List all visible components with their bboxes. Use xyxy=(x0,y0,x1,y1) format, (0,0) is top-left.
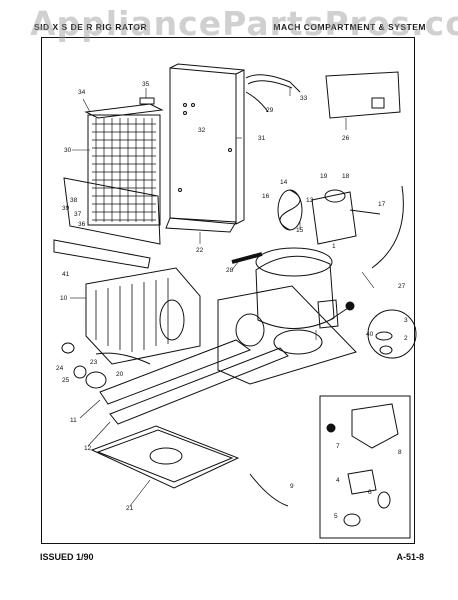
callout-14: 14 xyxy=(280,179,288,186)
fan-motor[interactable] xyxy=(311,189,381,245)
callout-13: 13 xyxy=(306,197,314,204)
callout-34: 34 xyxy=(78,89,86,96)
callout-18: 18 xyxy=(342,173,350,180)
callout-26: 26 xyxy=(342,135,350,142)
inset-leader-line xyxy=(329,307,349,321)
callout-30: 30 xyxy=(64,147,72,154)
callout-8: 8 xyxy=(398,449,402,456)
condenser-bracket[interactable] xyxy=(84,97,164,119)
fan-shroud-panel[interactable] xyxy=(169,63,245,225)
watermark-text: AppliancePartsPros.com xyxy=(30,4,458,43)
header-title-left: SID X S DE R RIG RATOR xyxy=(34,22,148,32)
callout-29: 29 xyxy=(266,107,274,114)
callout-4: 4 xyxy=(336,477,340,484)
callout-28: 28 xyxy=(226,267,234,274)
callout-11: 11 xyxy=(70,417,77,424)
callout-16: 16 xyxy=(262,193,270,200)
callout-labels: 1 2 3 4 5 6 7 8 9 10 11 12 13 14 15 16 1… xyxy=(56,81,408,520)
relay-detail-inset[interactable] xyxy=(367,309,417,359)
compressor-base-plate[interactable] xyxy=(217,285,357,385)
callout-12: 12 xyxy=(84,445,92,452)
compressor[interactable] xyxy=(255,247,339,329)
small-parts[interactable] xyxy=(61,342,107,389)
issued-date: ISSUED 1/90 xyxy=(40,552,94,562)
base-rails[interactable] xyxy=(99,339,289,425)
callout-38: 38 xyxy=(70,197,78,204)
service-cord[interactable] xyxy=(249,473,289,507)
callout-5: 5 xyxy=(334,513,338,520)
electrical-box[interactable] xyxy=(325,71,401,119)
tubing-top[interactable] xyxy=(245,74,301,93)
wire-harness[interactable] xyxy=(245,91,269,113)
callout-25: 25 xyxy=(62,377,70,384)
callout-39: 39 xyxy=(62,205,70,212)
callout-20: 20 xyxy=(116,371,124,378)
callout-27: 27 xyxy=(398,283,406,290)
drain-tube[interactable] xyxy=(95,352,151,365)
condenser-frame[interactable] xyxy=(53,177,161,269)
filter-drier[interactable] xyxy=(231,252,263,264)
callout-1: 1 xyxy=(332,243,336,250)
callout-35: 35 xyxy=(142,81,150,88)
callout-41: 41 xyxy=(62,271,70,278)
callout-7: 7 xyxy=(336,443,340,450)
drain-pan[interactable] xyxy=(90,425,240,489)
callout-15: 15 xyxy=(296,227,304,234)
callout-24: 24 xyxy=(56,365,64,372)
header-title-right: MACH COMPARTMENT & SYSTEM xyxy=(273,22,426,32)
callout-6: 6 xyxy=(368,489,372,496)
callout-17: 17 xyxy=(378,201,386,208)
leader-lines xyxy=(70,88,375,507)
callout-32: 32 xyxy=(198,127,206,134)
drip-tray[interactable] xyxy=(165,217,237,233)
condenser-coil[interactable] xyxy=(87,114,161,226)
callout-31: 31 xyxy=(258,135,266,142)
callout-37: 37 xyxy=(74,211,82,218)
callout-22: 22 xyxy=(196,247,204,254)
diagram-code: A-51-8 xyxy=(396,552,424,562)
fan-blade[interactable] xyxy=(277,189,303,231)
callout-10: 10 xyxy=(60,295,68,302)
callout-23: 23 xyxy=(90,359,98,366)
callout-2: 2 xyxy=(404,335,408,342)
diagram-frame xyxy=(41,37,415,544)
callout-19: 19 xyxy=(320,173,328,180)
power-cord[interactable] xyxy=(371,185,404,269)
callout-9: 9 xyxy=(290,483,294,490)
condenser-box[interactable] xyxy=(85,267,201,365)
callout-33: 33 xyxy=(300,95,308,102)
callout-3: 3 xyxy=(404,317,408,324)
callout-21: 21 xyxy=(126,505,134,512)
callout-40: 40 xyxy=(366,331,374,338)
callout-36: 36 xyxy=(78,221,86,228)
detail-box[interactable] xyxy=(319,395,411,539)
